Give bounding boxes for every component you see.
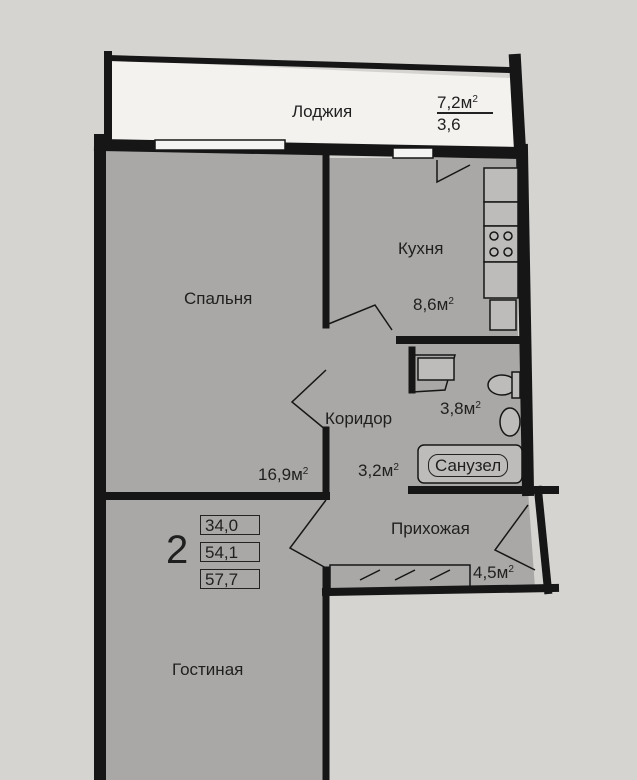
corridor-area-label: 3,2м2: [358, 461, 399, 480]
hall-closet: [329, 564, 471, 591]
area-total-cell: 54,1: [200, 542, 260, 562]
kitchen-door: [325, 304, 393, 331]
bedroom-label: Спальня: [184, 289, 253, 308]
corridor-label: Коридор: [325, 409, 393, 428]
closet-line-1: [359, 569, 381, 581]
hallway-label: Прихожая: [391, 519, 470, 538]
kitchen-label: Кухня: [398, 239, 444, 258]
area-living-cell: 34,0: [200, 515, 260, 535]
window-kitchen: [392, 147, 434, 159]
loggia-area: [108, 60, 515, 148]
living-door: [288, 499, 327, 569]
bathroom-area-label: 3,8м2: [440, 399, 481, 418]
bedroom-area: [106, 150, 328, 495]
closet-line-2: [394, 569, 416, 581]
window-bedroom: [154, 139, 286, 151]
kitchen-area-label: 8,6м2: [413, 295, 454, 314]
wall-entrance-right: [533, 485, 553, 595]
wall-right-upper: [508, 53, 527, 157]
bedroom-door: [290, 369, 327, 431]
area-with-loggia-cell: 57,7: [200, 569, 260, 589]
closet-line-3: [429, 569, 451, 581]
wall-right: [515, 143, 535, 497]
bedroom-area-label: 16,9м2: [258, 465, 309, 484]
bathroom-label: Санузел: [428, 454, 509, 477]
corridor-hall-area: [328, 340, 535, 592]
loggia-coef-area: 3,6: [437, 115, 461, 134]
balcony-door: [436, 160, 471, 184]
living-label: Гостиная: [172, 660, 244, 679]
fraction-line: [437, 112, 493, 114]
loggia-area-fraction: 7,2м2 3,6: [437, 93, 493, 134]
loggia-area-value: 7,2м2: [437, 93, 478, 112]
entrance-door: [493, 504, 536, 571]
wall-loggia-top: [104, 54, 514, 74]
kitchen-counter: [483, 167, 519, 331]
loggia-label: Лоджия: [292, 102, 353, 121]
hallway-area-label: 4,5м2: [473, 563, 514, 582]
rooms-count: 2: [166, 528, 189, 572]
